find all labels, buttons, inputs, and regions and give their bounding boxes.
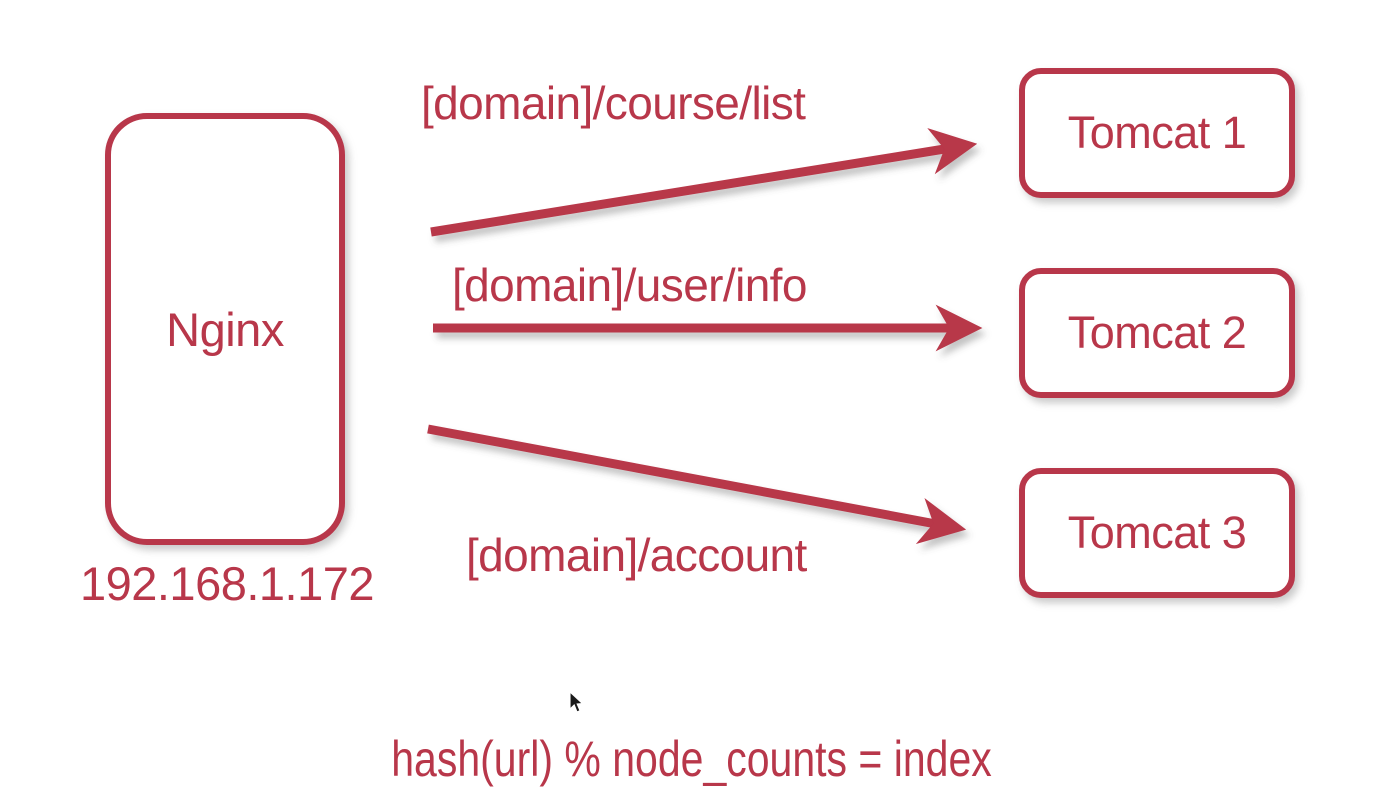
node-nginx[interactable]: Nginx (105, 113, 345, 545)
node-tomcat-2[interactable]: Tomcat 2 (1019, 268, 1295, 398)
nginx-ip-address: 192.168.1.172 (79, 557, 375, 610)
node-tomcat-1-label: Tomcat 1 (1067, 107, 1247, 158)
edge-label-account: [domain]/account (466, 529, 807, 581)
node-nginx-label: Nginx (166, 302, 284, 356)
edge-label-user-info: [domain]/user/info (452, 259, 807, 311)
arrow-nginx-to-tomcat-1 (430, 128, 978, 237)
node-tomcat-3[interactable]: Tomcat 3 (1019, 468, 1295, 598)
node-tomcat-1[interactable]: Tomcat 1 (1019, 68, 1295, 198)
arrow-nginx-to-tomcat-3 (427, 424, 967, 545)
hash-formula-text: hash(url) % node_counts = index (391, 731, 992, 787)
node-tomcat-2-label: Tomcat 2 (1067, 307, 1247, 358)
edge-label-course-list: [domain]/course/list (421, 77, 806, 129)
mouse-cursor-icon (569, 691, 584, 713)
node-tomcat-3-label: Tomcat 3 (1067, 507, 1247, 558)
